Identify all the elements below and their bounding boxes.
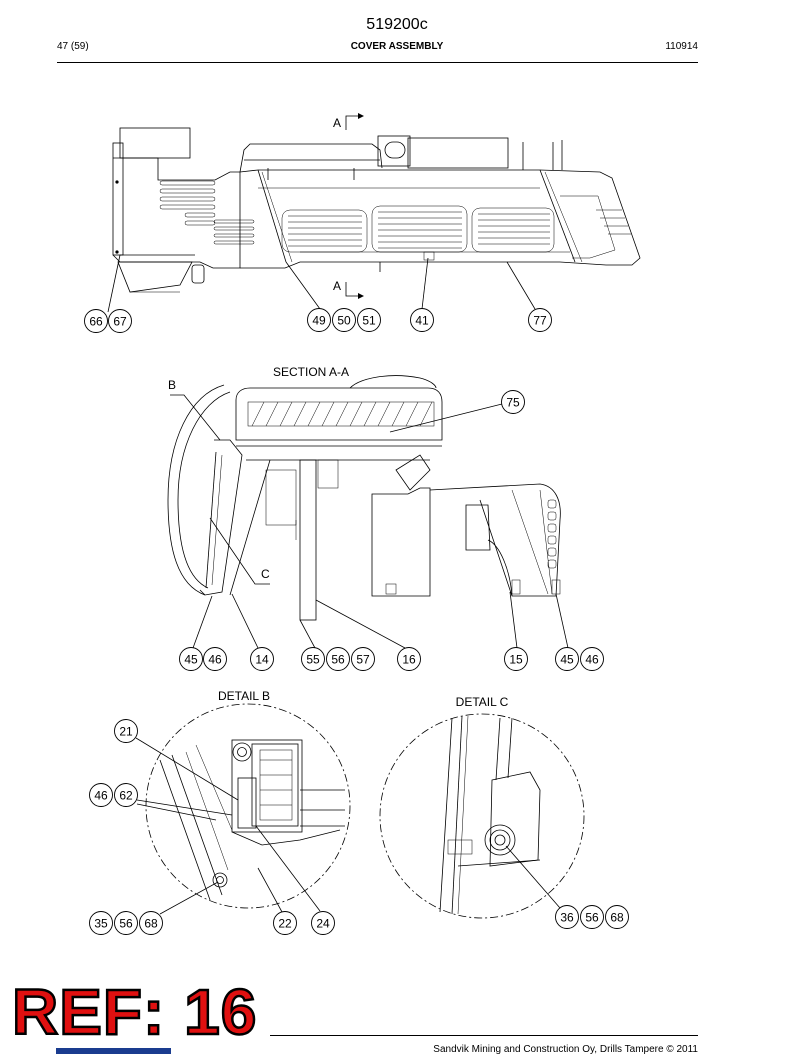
svg-text:62: 62	[119, 789, 133, 803]
callout-66: 66	[84, 309, 108, 333]
svg-text:56: 56	[331, 653, 345, 667]
callout-56-detail-c: 56	[580, 905, 604, 929]
callout-45-left: 45	[179, 647, 203, 671]
header-rule	[57, 62, 698, 63]
label-c: C	[261, 567, 270, 581]
label-b: B	[168, 378, 176, 392]
callout-67: 67	[108, 309, 132, 333]
callout-45-right: 45	[555, 647, 579, 671]
page-title: COVER ASSEMBLY	[350, 41, 444, 52]
svg-text:36: 36	[560, 911, 574, 925]
svg-text:55: 55	[306, 653, 320, 667]
svg-text:46: 46	[585, 653, 599, 667]
section-marker-top: A	[333, 116, 341, 130]
callout-36: 36	[555, 905, 579, 929]
callout-55: 55	[301, 647, 325, 671]
svg-text:57: 57	[356, 653, 370, 667]
svg-text:22: 22	[278, 917, 292, 931]
callout-35: 35	[89, 911, 113, 935]
svg-text:41: 41	[415, 314, 429, 328]
detail-b-title: DETAIL B	[218, 689, 270, 703]
callout-68-detail-c: 68	[605, 905, 629, 929]
callout-51: 51	[357, 308, 381, 332]
svg-text:56: 56	[119, 917, 133, 931]
svg-text:35: 35	[94, 917, 108, 931]
callout-49: 49	[307, 308, 331, 332]
top-view-drawing: A A	[107, 113, 641, 313]
page-number: 47 (59)	[57, 41, 89, 52]
svg-text:66: 66	[89, 315, 103, 329]
document-code: 519200c	[366, 16, 428, 33]
detail-c-title: DETAIL C	[456, 695, 509, 709]
svg-text:50: 50	[337, 314, 351, 328]
callout-77: 77	[528, 308, 552, 332]
callout-46-right: 46	[580, 647, 604, 671]
svg-text:45: 45	[184, 653, 198, 667]
callout-56-section: 56	[326, 647, 350, 671]
svg-text:15: 15	[509, 653, 523, 667]
callout-62: 62	[114, 783, 138, 807]
svg-text:77: 77	[533, 314, 547, 328]
callout-41: 41	[410, 308, 434, 332]
callout-50: 50	[332, 308, 356, 332]
svg-text:68: 68	[610, 911, 624, 925]
svg-text:45: 45	[560, 653, 574, 667]
sandvik-logo	[56, 1048, 171, 1054]
svg-text:24: 24	[316, 917, 330, 931]
svg-text:68: 68	[144, 917, 158, 931]
callout-56-detail-b: 56	[114, 911, 138, 935]
svg-text:49: 49	[312, 314, 326, 328]
svg-text:16: 16	[402, 653, 416, 667]
callout-14: 14	[250, 647, 274, 671]
svg-text:21: 21	[119, 725, 133, 739]
svg-text:14: 14	[255, 653, 269, 667]
section-aa-title: SECTION A-A	[273, 365, 349, 379]
callout-57: 57	[351, 647, 375, 671]
callout-46-detail-b: 46	[89, 783, 113, 807]
callout-16: 16	[397, 647, 421, 671]
callout-24: 24	[311, 911, 335, 935]
section-marker-bottom: A	[333, 279, 341, 293]
section-aa-drawing: B C	[167, 375, 569, 649]
callout-15: 15	[504, 647, 528, 671]
footer-copyright: Sandvik Mining and Construction Oy, Dril…	[433, 1044, 698, 1055]
svg-text:51: 51	[362, 314, 376, 328]
svg-text:75: 75	[506, 396, 520, 410]
callout-68-detail-b: 68	[139, 911, 163, 935]
svg-text:56: 56	[585, 911, 599, 925]
svg-text:67: 67	[113, 315, 127, 329]
callout-22: 22	[273, 911, 297, 935]
svg-text:46: 46	[94, 789, 108, 803]
ref-stamp: REF: 16	[11, 976, 258, 1048]
svg-text:46: 46	[208, 653, 222, 667]
detail-c-drawing	[379, 713, 585, 919]
document-date: 110914	[665, 41, 698, 52]
detail-b-drawing	[135, 703, 351, 915]
callout-46-left: 46	[203, 647, 227, 671]
footer-rule	[270, 1035, 698, 1036]
callout-75: 75	[501, 390, 525, 414]
callout-21: 21	[114, 719, 138, 743]
